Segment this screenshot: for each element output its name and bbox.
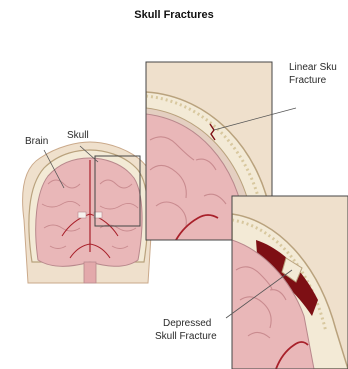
depressed-fracture-panel — [232, 196, 348, 369]
brainstem — [84, 262, 96, 283]
head-brain — [36, 158, 142, 266]
skull-label: Skull — [67, 130, 89, 142]
head-cross-section — [23, 142, 155, 283]
depressed-fracture-label-1: Depressed — [163, 318, 211, 330]
depressed-fracture-label-2: Skull Fracture — [155, 331, 217, 343]
ventricle-left — [78, 212, 86, 218]
brain-label: Brain — [25, 136, 48, 148]
linear-fracture-label-1: Linear Sku — [289, 62, 337, 74]
linear-fracture-label-2: Fracture — [289, 75, 326, 87]
